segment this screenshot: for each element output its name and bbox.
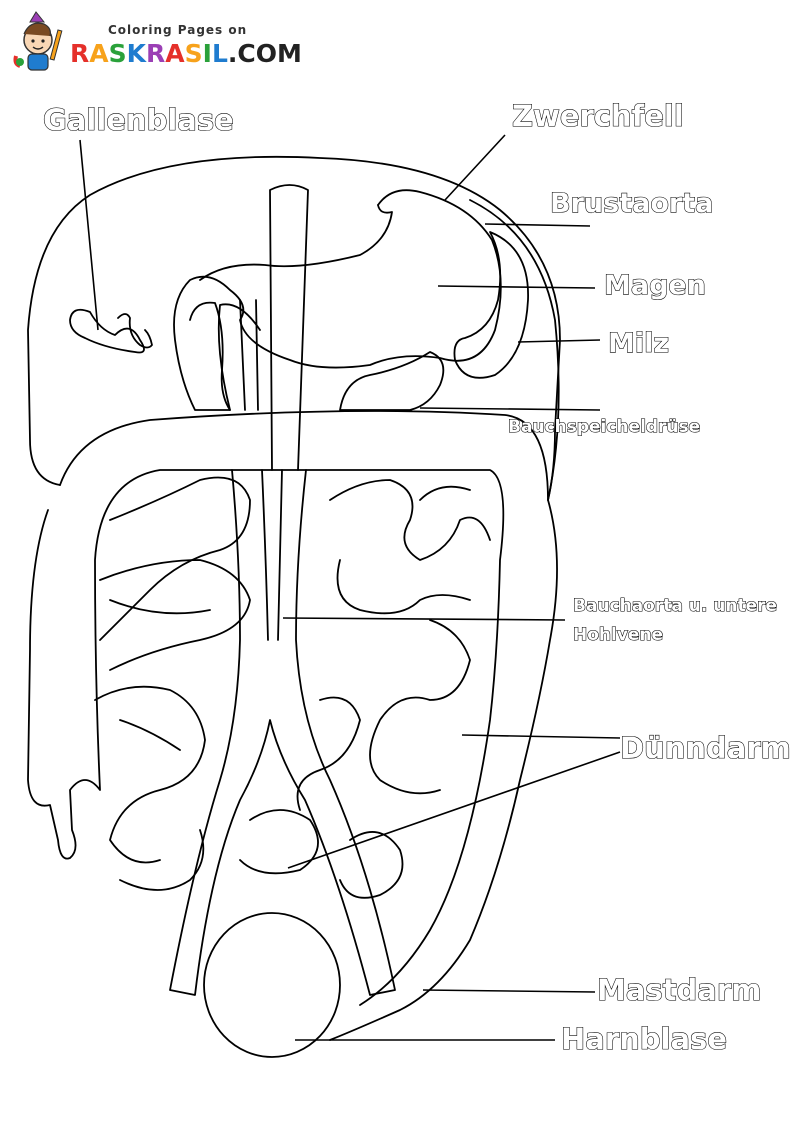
logo-brand-letter: L <box>212 39 228 68</box>
site-logo[interactable]: Coloring Pages on RASKRASIL.COM <box>13 11 302 71</box>
logo-brand-letter: S <box>185 39 203 68</box>
logo-brand: RASKRASIL.COM <box>70 39 302 68</box>
aorta-inner-line <box>239 299 259 411</box>
label-spleen: Milz <box>608 328 669 359</box>
organ-outlines <box>27 155 561 1058</box>
small-intestine-loops <box>94 476 491 899</box>
abdominal-aorta <box>169 469 396 996</box>
stomach-curve-left <box>189 301 231 411</box>
logo-brand-text: RASKRASIL <box>70 39 228 68</box>
logo-domain-suffix: .COM <box>228 39 302 68</box>
label-thoracic-aorta: Brustaorta <box>550 188 713 219</box>
label-pancreas: Bauchspeicheldrüse <box>508 417 700 437</box>
logo-tagline: Coloring Pages on <box>108 23 247 37</box>
label-leader-lines <box>79 134 621 1041</box>
label-aorta-line2: Hohlvene <box>573 625 663 645</box>
organ-labels: Gallenblase Zwerchfell Brustaorta Magen … <box>42 98 791 1056</box>
diaphragm-right-line <box>469 199 560 501</box>
label-stomach: Magen <box>604 270 706 301</box>
gallbladder-outline <box>117 313 153 349</box>
label-bladder: Harnblase <box>561 1022 727 1056</box>
liver-outline <box>69 308 145 354</box>
vena-cava <box>261 469 283 641</box>
logo-brand-letter: R <box>70 39 89 68</box>
logo-brand-letter: K <box>127 39 148 68</box>
logo-brand-letter: I <box>203 39 212 68</box>
bladder-outline <box>203 912 341 1058</box>
logo-brand-letter: A <box>89 39 109 68</box>
pancreas-outline <box>339 351 445 411</box>
label-diaphragm: Zwerchfell <box>512 99 684 133</box>
stomach-inner <box>199 204 393 281</box>
label-rectum: Mastdarm <box>597 973 761 1007</box>
label-small-intestine: Dünndarm <box>620 731 791 765</box>
diaphragm-outline <box>27 155 561 501</box>
logo-brand-letter: S <box>109 39 127 68</box>
logo-brand-letter: R <box>146 39 165 68</box>
kid-mascot-icon <box>13 11 63 71</box>
thoracic-aorta-tube <box>269 184 309 471</box>
label-aorta-line1: Bauchaorta u. untere <box>573 596 777 616</box>
label-gallbladder: Gallenblase <box>43 103 234 137</box>
colon-outline <box>27 410 558 1041</box>
stomach-outline <box>173 189 502 411</box>
spleen-outline <box>453 231 529 379</box>
logo-brand-letter: A <box>165 39 185 68</box>
